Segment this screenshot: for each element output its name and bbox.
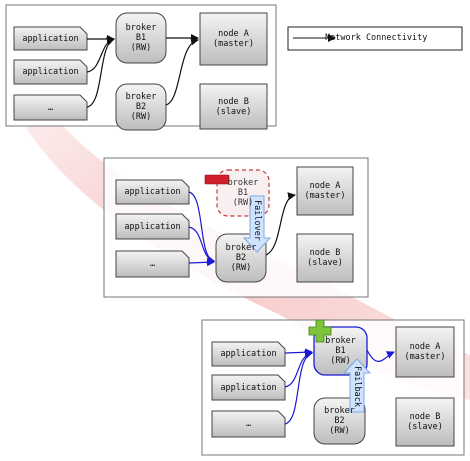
app-shape: [211, 374, 286, 401]
app-shape: [13, 94, 88, 121]
node-b-shape: [296, 233, 354, 283]
minus-badge-icon: [204, 174, 230, 185]
app-shape: [115, 213, 190, 240]
legend-label: Network Connectivity: [325, 33, 428, 43]
failover-label: Failover: [252, 200, 262, 241]
failback-label: Failback: [352, 366, 362, 407]
link-b1-nodeA: [366, 349, 395, 362]
broker-b1-shape: [115, 12, 167, 64]
node-a-shape: [395, 326, 455, 378]
node-a-shape: [199, 12, 268, 66]
link-b2-nodeA: [165, 37, 199, 106]
broker-b2-shape: [115, 83, 167, 131]
node-b-shape: [395, 397, 455, 447]
link-app3-b2: [188, 258, 215, 267]
link-app3-b1: [86, 37, 115, 108]
app-shape: [211, 410, 286, 438]
link-app3-b1: [284, 351, 313, 425]
app-shape: [115, 179, 190, 205]
app-shape: [13, 26, 88, 51]
node-b-shape: [199, 83, 268, 130]
failover-arrow-icon: [242, 195, 272, 253]
link-b2-nodeA: [265, 192, 296, 256]
flow-ribbon: [8, 30, 470, 400]
app-shape: [115, 250, 190, 278]
app-shape: [13, 59, 88, 85]
failback-arrow-icon: [342, 358, 372, 413]
plus-badge-icon: [308, 319, 332, 343]
legend-box: [287, 26, 463, 51]
app-shape: [211, 341, 286, 367]
node-a-shape: [296, 166, 354, 216]
